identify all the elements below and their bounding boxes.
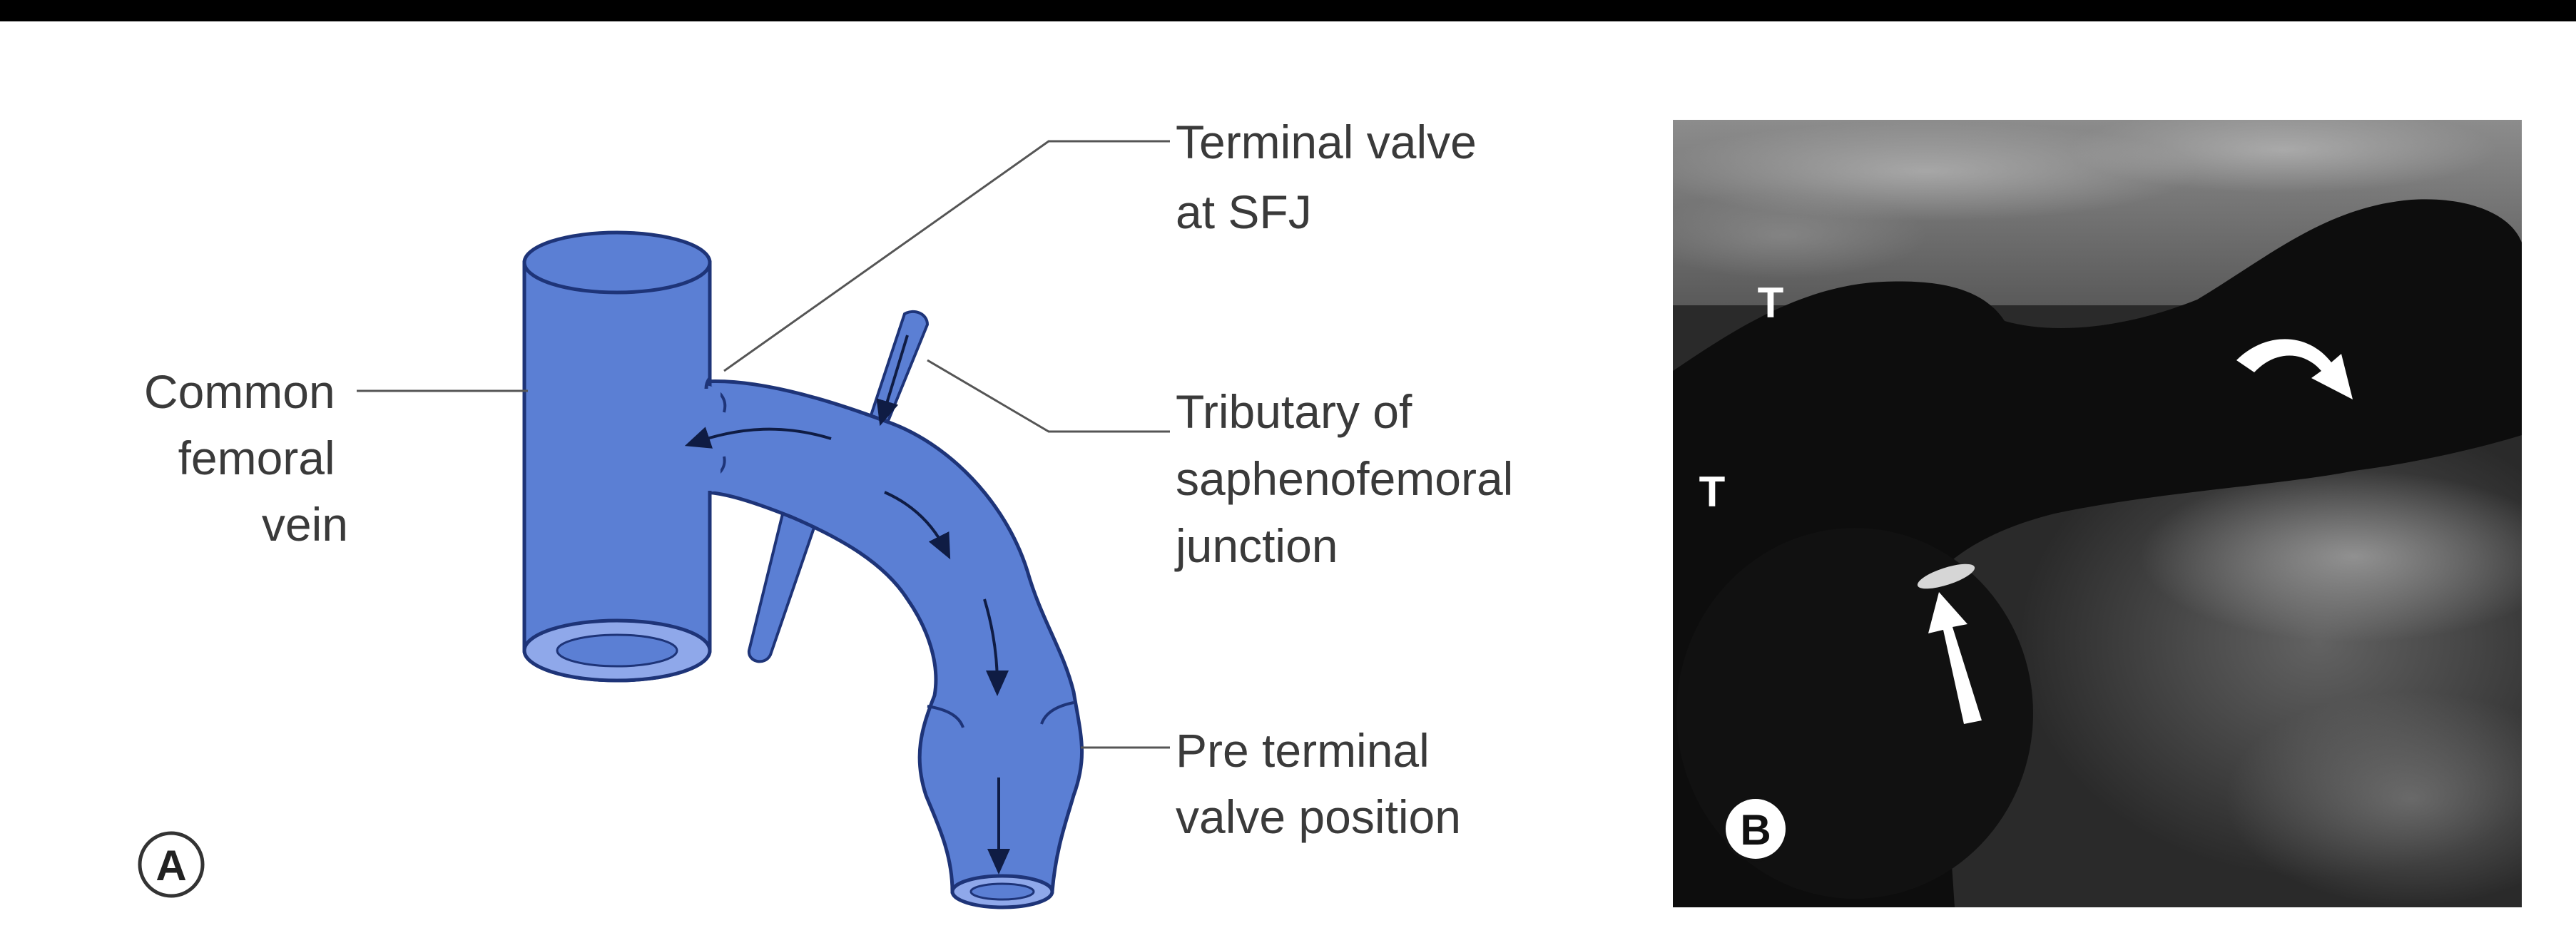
panel-a-label: A (156, 842, 186, 889)
marker-t-upper: T (1758, 279, 1784, 327)
panel-b-label: B (1740, 806, 1771, 854)
femoral-vein-top (524, 233, 710, 292)
panel-b-ultrasound: T T B (1641, 107, 2576, 907)
marker-t-lower: T (1699, 468, 1726, 516)
common-femoral-vein (524, 262, 710, 680)
